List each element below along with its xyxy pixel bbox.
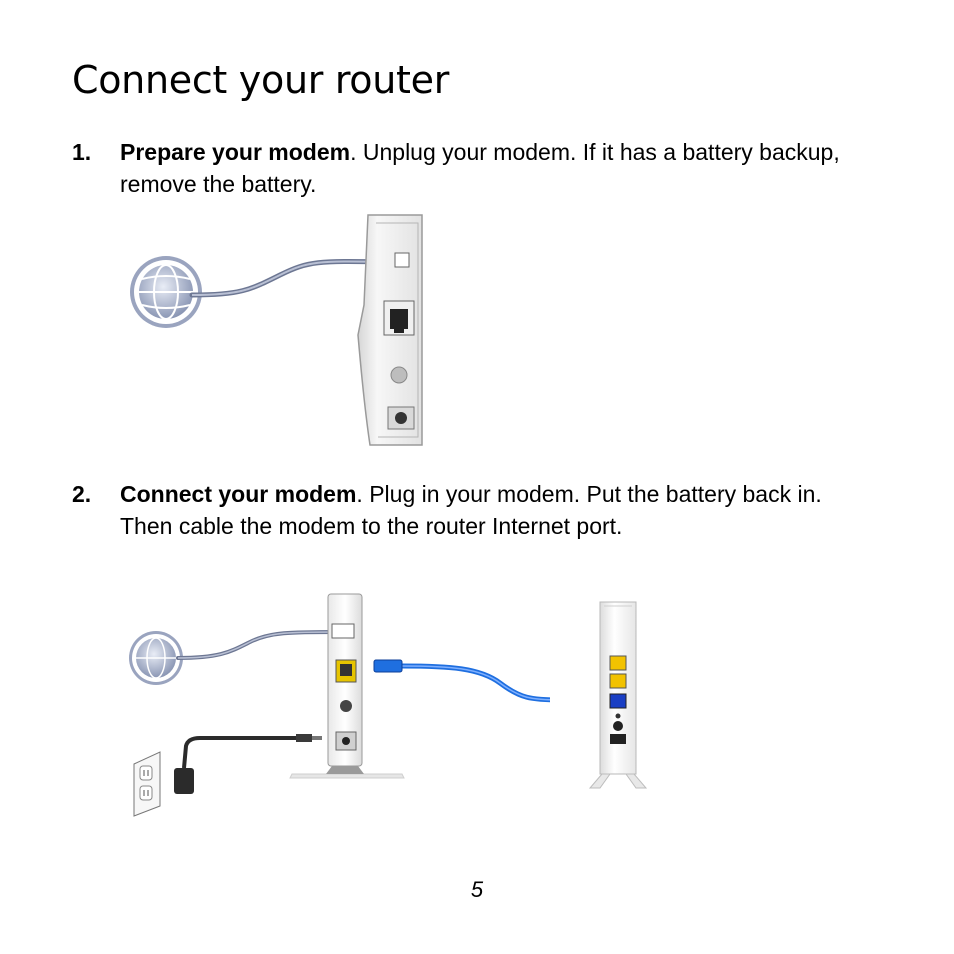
power-cable <box>182 736 300 769</box>
globe-icon <box>130 256 202 328</box>
step-lead: Prepare your modem <box>120 139 351 165</box>
power-outlet-icon <box>133 751 161 817</box>
step-description: . Unplug your modem. If it has a battery… <box>120 139 840 197</box>
step-2: 2. Connect your modem. Plug in your mode… <box>72 478 872 542</box>
prepare-modem-illustration <box>130 214 423 446</box>
step-1: 1. Prepare your modem. Unplug your modem… <box>72 136 872 200</box>
lan-port-icon <box>609 673 627 689</box>
page-number: 5 <box>470 877 484 902</box>
power-button-icon <box>613 721 623 731</box>
step-description: . Plug in your modem. Put the battery ba… <box>120 481 822 539</box>
globe-icon <box>129 631 183 685</box>
step-number: 1. <box>72 139 92 165</box>
lan-port-icon <box>609 655 627 671</box>
power-adapter-icon <box>174 768 194 794</box>
reset-button-icon <box>340 700 352 712</box>
ethernet-cable <box>399 663 565 703</box>
page-title: Connect your router <box>72 58 450 102</box>
step-text: Connect your modem. Plug in your modem. … <box>120 478 872 542</box>
router <box>550 588 688 794</box>
power-jack-icon <box>610 734 626 744</box>
phone-port-icon <box>331 623 355 639</box>
reset-button-icon <box>390 366 408 384</box>
phone-cable <box>176 630 342 660</box>
ethernet-plug-icon <box>373 659 403 673</box>
modem <box>357 214 423 446</box>
phone-port-icon <box>394 252 410 268</box>
step-number: 2. <box>72 481 92 507</box>
step-text: Prepare your modem. Unplug your modem. I… <box>120 136 872 200</box>
modem <box>289 593 405 779</box>
step-lead: Connect your modem <box>120 481 357 507</box>
connect-modem-illustration <box>129 588 688 817</box>
internet-port-icon <box>609 693 627 709</box>
